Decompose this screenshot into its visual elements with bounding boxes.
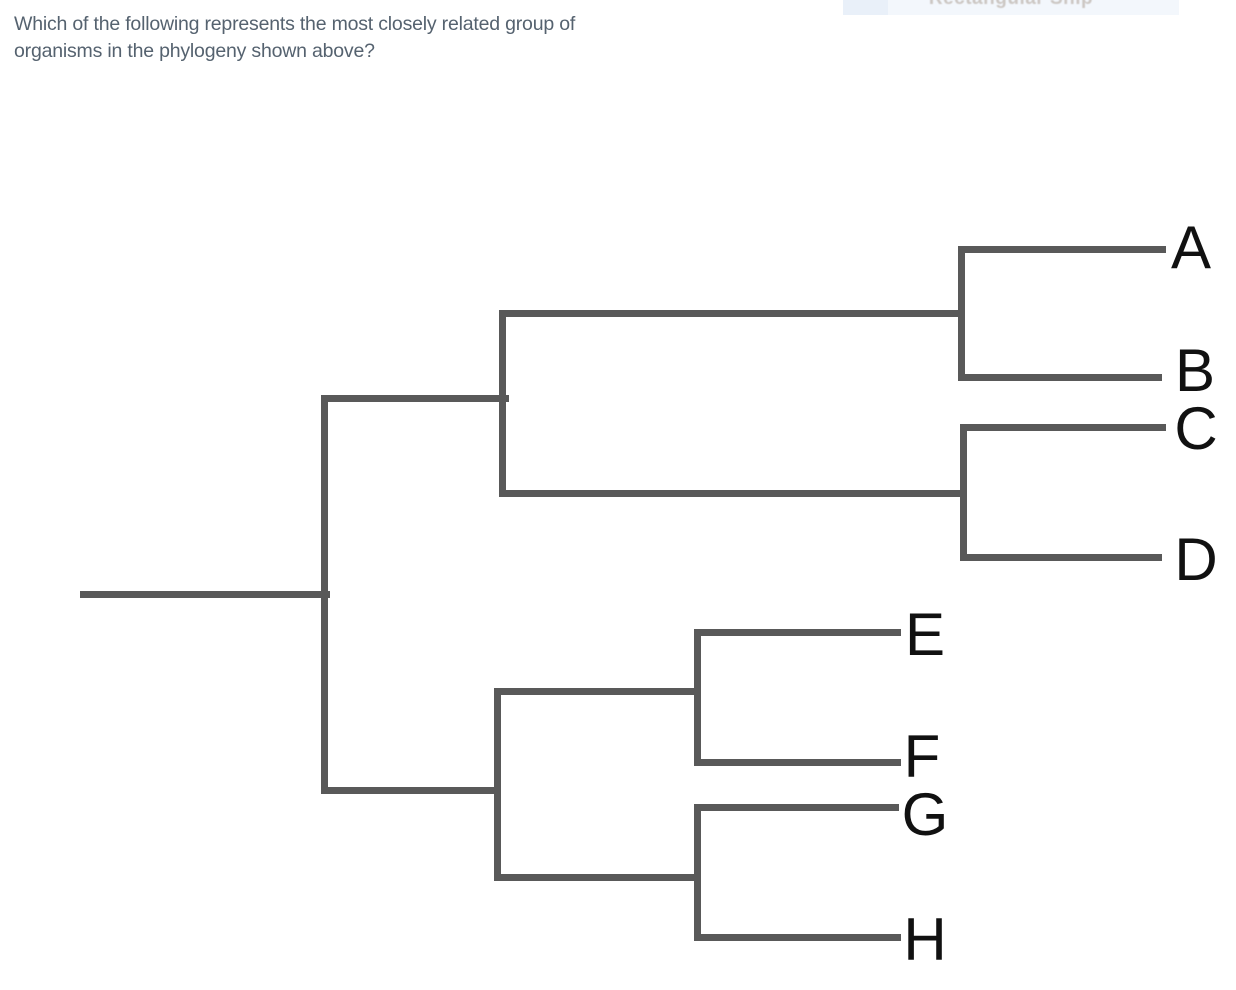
branch-efgh-to-ef-branch <box>493 687 701 695</box>
branch-e-leaf-branch <box>693 628 901 636</box>
question-line-2: organisms in the phylogeny shown above? <box>14 40 375 62</box>
branch-efgh-to-gh-branch <box>493 873 701 881</box>
branch-cd-vertical <box>959 423 967 561</box>
taxon-label-h: H <box>903 906 947 973</box>
question-line-1: Which of the following represents the mo… <box>14 13 576 35</box>
branch-root-bottom-branch <box>320 786 501 794</box>
snip-toolbar-tint <box>843 0 888 15</box>
taxon-label-g: G <box>901 781 949 848</box>
taxon-label-b: B <box>1174 337 1216 404</box>
branch-efgh-vertical <box>493 687 501 881</box>
snip-toolbar[interactable]: Rectangular Snip <box>843 0 1179 15</box>
branch-c-leaf-branch <box>959 423 1166 431</box>
taxon-label-f: F <box>903 723 941 790</box>
branch-abcd-to-ab-branch <box>498 309 965 317</box>
branch-a-leaf-branch <box>957 245 1166 253</box>
taxon-label-a: A <box>1170 214 1212 281</box>
branch-h-leaf-branch <box>693 933 901 941</box>
taxon-label-d: D <box>1174 526 1218 593</box>
branch-root-vertical <box>320 394 328 794</box>
branch-abcd-vertical <box>498 309 506 497</box>
branch-g-leaf-branch <box>693 803 899 811</box>
question-text: Which of the following represents the mo… <box>14 11 575 65</box>
branch-ef-vertical <box>693 628 701 766</box>
taxon-label-c: C <box>1174 395 1218 462</box>
branch-b-leaf-branch <box>957 373 1162 381</box>
branch-abcd-to-cd-branch <box>498 489 967 497</box>
branch-gh-vertical <box>693 803 701 941</box>
snip-toolbar-label: Rectangular Snip <box>843 0 1179 10</box>
branch-root-top-branch <box>320 394 509 402</box>
branch-d-leaf-branch <box>959 553 1162 561</box>
branch-root-stem <box>79 590 330 598</box>
taxon-label-e: E <box>904 601 946 668</box>
branch-ab-vertical <box>957 245 965 381</box>
branch-f-leaf-branch <box>693 758 901 766</box>
